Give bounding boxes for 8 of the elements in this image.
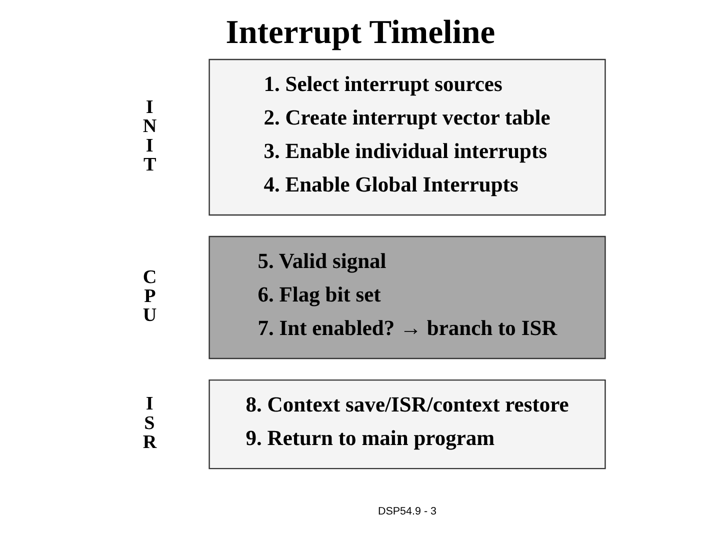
- node-box: 5. Valid signal 6. Flag bit set 7. Int enabled? → branch to ISR: [208, 236, 606, 360]
- diagram-title: Interrupt Timeline: [226, 14, 496, 52]
- node-box: 1. Select interrupt sources 2. Create interrupt vector table 3. Enable individual interrupts 4. Enable Global Interrupts: [208, 58, 606, 216]
- label: DSP54.9 - 3: [378, 505, 437, 518]
- node-box: 8. Context save/ISR/context restore 9. Return to main program: [208, 379, 606, 470]
- node-label: INIT: [142, 97, 157, 176]
- node-label: CPU: [142, 266, 157, 326]
- node-label: ISR: [142, 394, 157, 453]
